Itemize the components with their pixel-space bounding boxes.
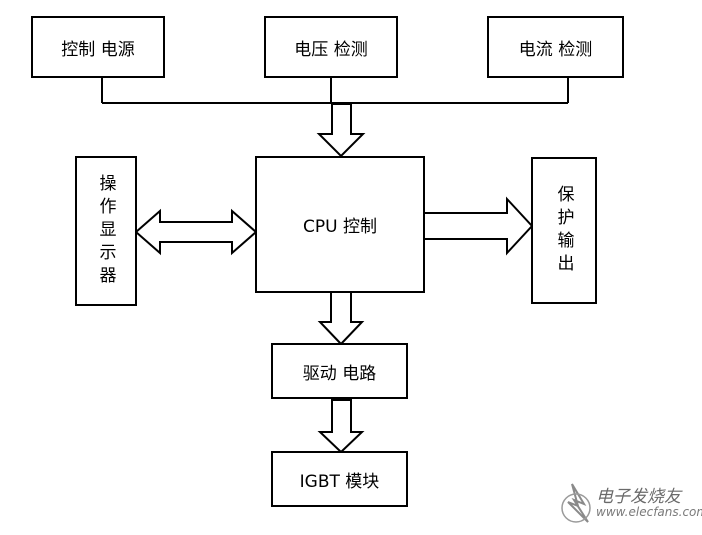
igbt-module-label: IGBT 模块 bbox=[299, 471, 380, 492]
top-bus bbox=[101, 77, 569, 104]
current-detect-label: 电流 检测 bbox=[518, 39, 593, 60]
current-detect-block: 电流 检测 bbox=[487, 16, 624, 78]
arrow-cpu-to-protection bbox=[423, 196, 534, 256]
arrow-bus-to-cpu bbox=[316, 103, 366, 158]
igbt-module-block: IGBT 模块 bbox=[271, 451, 408, 507]
drive-circuit-block: 驱动 电路 bbox=[271, 343, 408, 399]
protection-output-label: 保护输出 bbox=[553, 184, 574, 277]
control-power-block: 控制 电源 bbox=[31, 16, 165, 78]
operation-display-block: 操作显示器 bbox=[75, 156, 137, 306]
arrow-display-cpu bbox=[134, 208, 258, 256]
voltage-detect-label: 电压 检测 bbox=[294, 39, 368, 60]
watermark-name: 电子发烧友 bbox=[596, 487, 681, 507]
cpu-control-label: CPU 控制 bbox=[303, 217, 377, 237]
operation-display-label: 操作显示器 bbox=[95, 173, 116, 289]
protection-output-block: 保护输出 bbox=[531, 157, 597, 304]
voltage-detect-block: 电压 检测 bbox=[264, 16, 398, 78]
arrow-cpu-to-drive bbox=[317, 291, 365, 346]
watermark-url: www.elecfans.com bbox=[596, 505, 702, 519]
control-power-label: 控制 电源 bbox=[61, 39, 135, 60]
watermark-logo-icon bbox=[561, 483, 591, 523]
arrow-drive-to-igbt bbox=[317, 399, 365, 454]
cpu-control-block: CPU 控制 bbox=[255, 156, 425, 293]
drive-circuit-label: 驱动 电路 bbox=[302, 363, 377, 384]
